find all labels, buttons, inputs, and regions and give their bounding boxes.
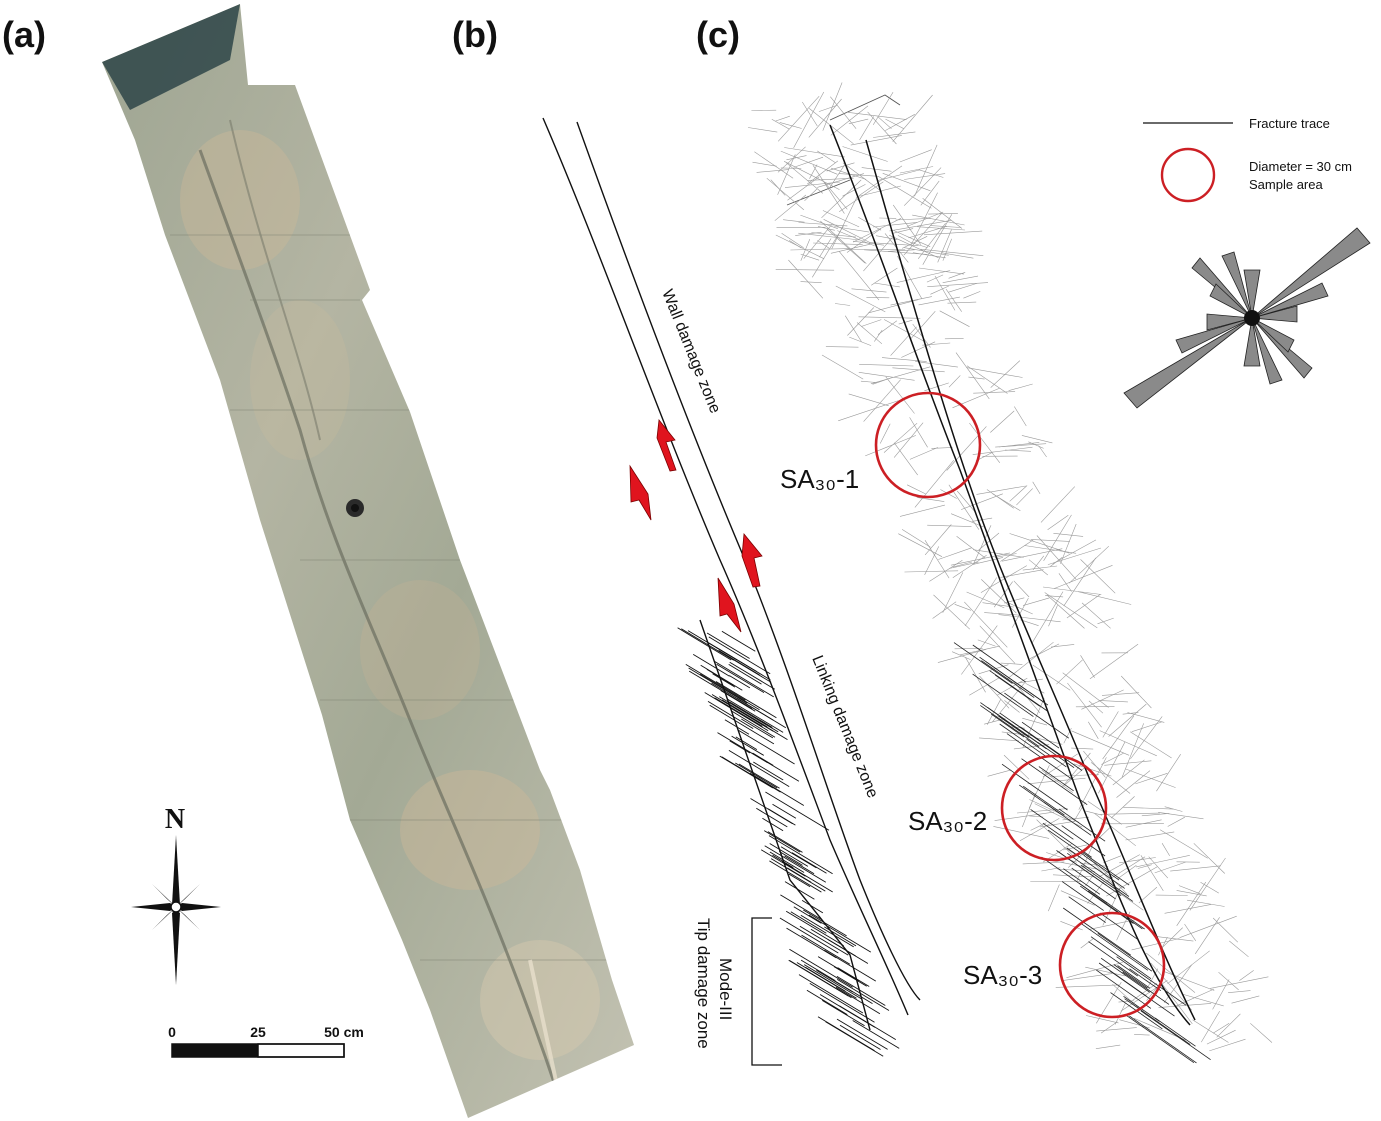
scale-tick-50: 50 cm: [324, 1024, 364, 1040]
sense-arrows: [629, 418, 763, 633]
sample-circles: [874, 391, 1166, 1019]
sample-circle-2: [1000, 754, 1108, 862]
sample-circle-1: [874, 391, 982, 499]
panel-c-dense-fractures: [953, 642, 1211, 1064]
label-wall-damage-zone: Wall damage zone: [658, 287, 723, 416]
sample-circle-3: [1058, 911, 1166, 1019]
panel-c-label: (c): [696, 14, 740, 55]
label-linking-damage-zone: Linking damage zone: [808, 653, 881, 800]
legend-sample-area: Sample area: [1249, 177, 1323, 192]
sample-label-3: SA₃₀-3: [963, 960, 1042, 990]
sample-label-1: SA₃₀-1: [780, 464, 859, 494]
scale-tick-25: 25: [250, 1024, 266, 1040]
north-label: N: [165, 804, 185, 835]
legend-fracture-trace: Fracture trace: [1249, 116, 1330, 131]
scale-tick-0: 0: [168, 1024, 176, 1040]
sense-arrow-down-1: [629, 464, 652, 521]
mode-iii-bracket: [751, 917, 782, 1066]
rose-diagram: [1123, 227, 1371, 409]
panel-c-outline: [786, 94, 901, 206]
scale-bar: 0 25 50 cm: [168, 1024, 364, 1058]
sense-arrow-up-1: [656, 418, 677, 472]
label-tip-damage-zone: Tip damage zone: [694, 918, 713, 1049]
legend-diameter: Diameter = 30 cm: [1249, 159, 1352, 174]
sense-arrow-up-2: [741, 532, 763, 588]
sample-label-2: SA₃₀-2: [908, 806, 987, 836]
panel-b-fault-traces: [542, 117, 921, 1031]
label-mode-iii: Mode-III: [716, 958, 735, 1020]
legend-sample-circle: [1160, 147, 1216, 203]
north-arrow-compass: N: [131, 804, 221, 985]
legend: Fracture trace Diameter = 30 cm Sample a…: [1143, 116, 1352, 203]
panel-c-minor-fractures: [747, 82, 1273, 1052]
panel-b-damage-fractures: [677, 627, 900, 1057]
outcrop-photo: [102, 4, 634, 1118]
panel-a-label: (a): [2, 14, 46, 55]
sense-arrow-down-2: [717, 577, 742, 633]
panel-b-label: (b): [452, 14, 498, 55]
